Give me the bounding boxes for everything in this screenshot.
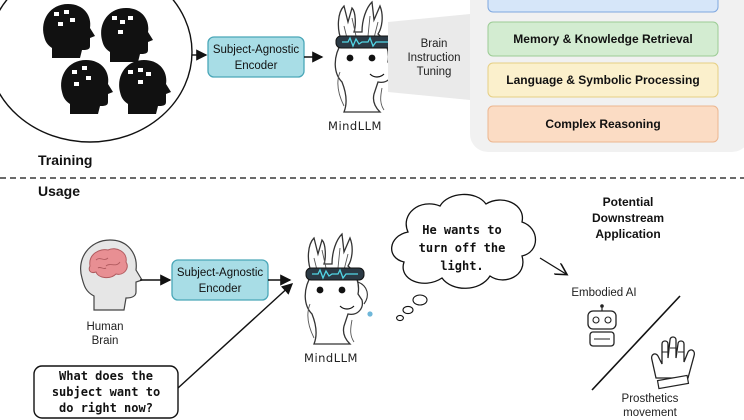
downstream-title-1: Potential bbox=[603, 195, 654, 209]
prosthetics-label-2: movement bbox=[623, 407, 677, 419]
question-line-1: What does the bbox=[59, 369, 153, 383]
llama-mascot-icon bbox=[334, 0, 403, 113]
thought-bubble-dot bbox=[396, 314, 404, 322]
training-encoder-label-2: Encoder bbox=[235, 60, 278, 72]
brain-instruction-tuning-label: Brain Instruction Tuning bbox=[388, 14, 470, 100]
head-silhouette-icon bbox=[119, 60, 171, 114]
downstream-title-3: Application bbox=[595, 227, 660, 241]
tuning-label-3: Tuning bbox=[417, 66, 452, 78]
training-encoder-box: Subject-Agnostic Encoder bbox=[207, 36, 305, 78]
capability-box-perception bbox=[487, 0, 719, 13]
prosthetic-hand-icon bbox=[650, 336, 696, 390]
head-silhouette-icon bbox=[43, 4, 95, 58]
capability-box-reasoning: Complex Reasoning bbox=[487, 105, 719, 143]
training-section-label: Training bbox=[38, 152, 92, 168]
question-line-3: do right now? bbox=[59, 401, 153, 415]
thought-line-3: light. bbox=[440, 259, 483, 273]
usage-model-name: MindLLM bbox=[304, 351, 358, 365]
downstream-title-2: Downstream bbox=[592, 211, 664, 225]
capability-box-memory: Memory & Knowledge Retrieval bbox=[487, 21, 719, 57]
question-line-2: subject want to bbox=[52, 385, 160, 399]
thought-line-2: turn off the bbox=[419, 241, 506, 255]
training-model-name: MindLLM bbox=[328, 119, 382, 133]
application-separator bbox=[591, 295, 681, 391]
capability-label-language: Language & Symbolic Processing bbox=[506, 73, 699, 87]
brain-caption-1: Human bbox=[86, 321, 123, 333]
capability-label-memory: Memory & Knowledge Retrieval bbox=[513, 32, 692, 46]
question-box: What does the subject want to do right n… bbox=[33, 365, 179, 419]
prosthetics-label-1: Prosthetics bbox=[622, 393, 679, 405]
head-silhouette-icon bbox=[101, 8, 153, 62]
thought-cloud: He wants to turn off the light. bbox=[391, 193, 537, 289]
thought-bubble-dot bbox=[412, 294, 428, 306]
embodied-ai-label: Embodied AI bbox=[571, 287, 636, 299]
usage-encoder-label-2: Encoder bbox=[199, 283, 242, 295]
usage-section-label: Usage bbox=[38, 183, 80, 199]
thought-bubble-dot bbox=[402, 305, 414, 315]
capability-box-language: Language & Symbolic Processing bbox=[487, 62, 719, 98]
usage-encoder-label-1: Subject-Agnostic bbox=[177, 267, 264, 279]
thought-line-1: He wants to bbox=[422, 223, 501, 237]
robot-icon bbox=[587, 304, 617, 347]
capability-label-reasoning: Complex Reasoning bbox=[545, 117, 660, 131]
usage-encoder-box: Subject-Agnostic Encoder bbox=[171, 259, 269, 301]
arrow-thought-to-application bbox=[539, 257, 566, 274]
arrow-question-to-llm bbox=[177, 283, 294, 389]
brain-caption-2: Brain bbox=[92, 335, 119, 347]
llama-mascot-icon bbox=[304, 232, 373, 345]
training-encoder-label-1: Subject-Agnostic bbox=[213, 44, 300, 56]
tuning-label-1: Brain bbox=[421, 38, 448, 50]
tuning-label-2: Instruction bbox=[407, 52, 460, 64]
head-silhouette-icon bbox=[61, 60, 113, 114]
brain-icon bbox=[80, 239, 143, 311]
